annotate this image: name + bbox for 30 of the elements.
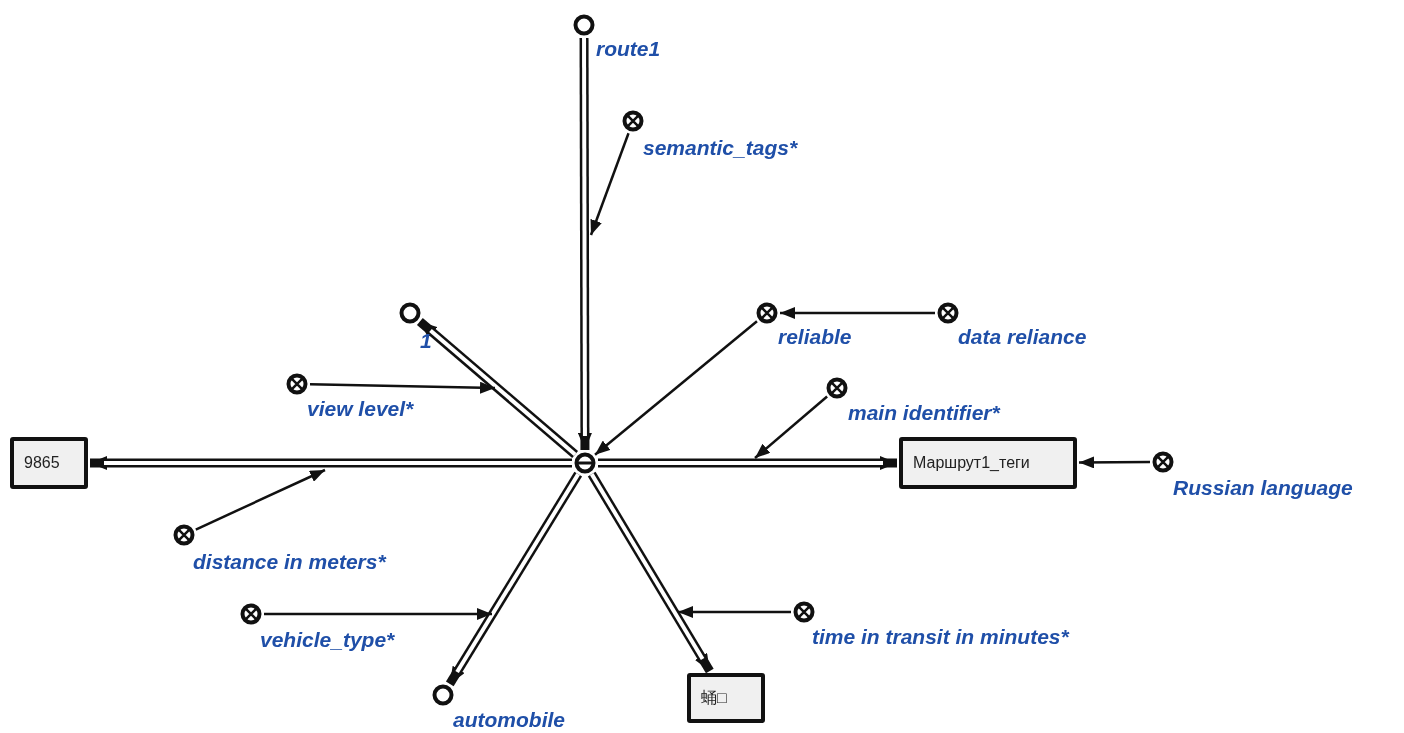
node-label: vehicle_type*	[260, 628, 395, 652]
node-label: semantic_tags*	[643, 136, 798, 160]
double-arrow	[90, 456, 572, 470]
arrow	[678, 606, 791, 618]
node-label: 1	[420, 329, 432, 353]
arrow	[754, 395, 828, 459]
double-arrow	[577, 38, 592, 450]
arrow	[309, 381, 496, 394]
node-label: reliable	[778, 325, 852, 349]
node-box: 蛹□	[687, 673, 765, 723]
node-label: view level*	[307, 397, 414, 421]
arrow	[594, 320, 758, 456]
double-arrow	[598, 456, 897, 470]
node-label: data reliance	[958, 325, 1087, 349]
node-label: Russian language	[1173, 476, 1353, 500]
arrow	[1079, 456, 1150, 469]
double-arrow	[587, 471, 714, 674]
arrow	[589, 132, 630, 236]
node-label: route1	[596, 37, 661, 61]
node-box: Маршрут1_теги	[899, 437, 1077, 489]
node-label: time in transit in minutes*	[812, 625, 1069, 649]
node-label: automobile	[453, 708, 565, 732]
arrow	[195, 468, 326, 531]
double-arrow	[416, 318, 579, 458]
double-arrow	[445, 471, 583, 687]
node-label: main identifier*	[848, 401, 1000, 425]
arrow	[780, 307, 935, 319]
node-box: 9865	[10, 437, 88, 489]
arrow	[264, 608, 492, 620]
node-label: distance in meters*	[193, 550, 386, 574]
